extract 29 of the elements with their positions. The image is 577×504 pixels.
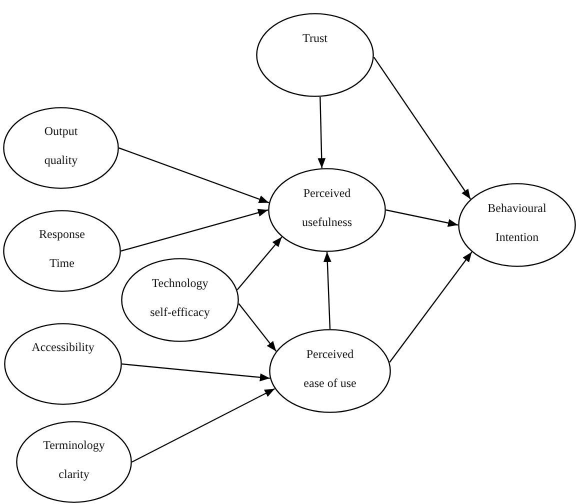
- construct-label: Terminology clarity: [42, 436, 106, 483]
- construct-ellipse: [16, 421, 132, 503]
- construct-ellipse: [121, 258, 239, 342]
- construct-ellipse: [3, 107, 119, 189]
- construct-ellipse: [3, 210, 121, 292]
- construct-ellipse: [458, 183, 576, 267]
- construct-label: Response Time: [38, 226, 86, 272]
- construct-ellipse: [269, 329, 391, 413]
- arrow: [122, 363, 270, 382]
- construct-label: Output quality: [43, 122, 79, 169]
- arrow: [386, 209, 458, 227]
- arrow: [373, 56, 471, 200]
- construct-ellipse: [268, 168, 386, 252]
- construct-label: Trust: [302, 30, 328, 46]
- arrow: [389, 252, 472, 363]
- arrow: [236, 236, 282, 290]
- arrow: [120, 208, 268, 252]
- construct-label: Accessibility: [32, 338, 94, 356]
- arrow: [238, 303, 277, 352]
- construct-label: Perceived ease of use: [302, 346, 358, 392]
- arrow: [118, 147, 270, 204]
- construct-ellipse: [256, 13, 374, 97]
- arrow: [132, 388, 275, 463]
- construct-label: Behavioural Intention: [486, 200, 548, 246]
- arrow: [318, 96, 326, 168]
- construct-label: Perceived usefulness: [301, 184, 353, 230]
- construct-ellipse: [4, 323, 122, 405]
- arrow: [323, 252, 332, 330]
- construct-label: Technology self-efficacy: [149, 274, 211, 321]
